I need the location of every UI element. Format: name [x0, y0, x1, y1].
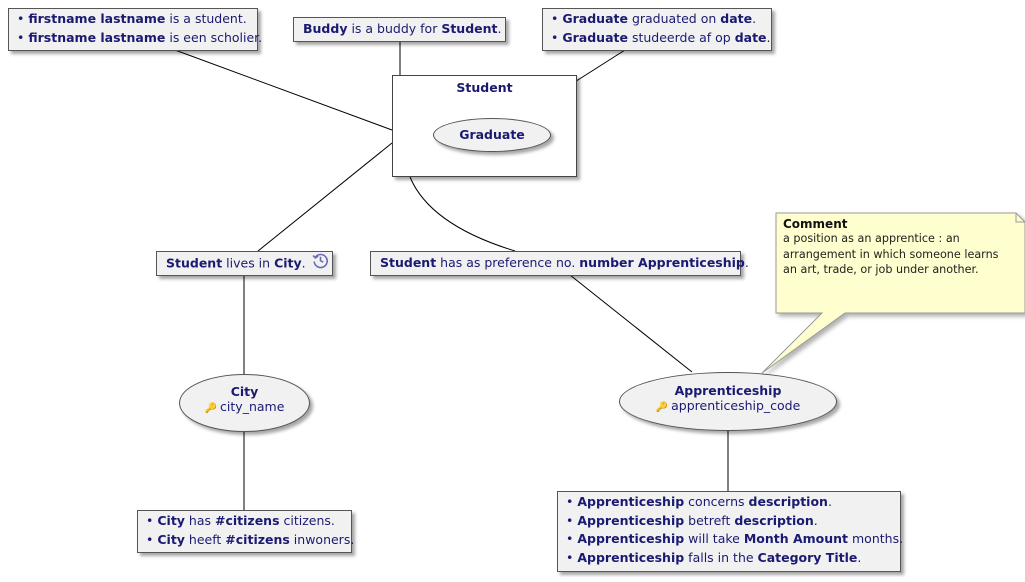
bold-term: Graduate [562, 29, 628, 45]
bold-term: Apprenticeship [577, 549, 685, 565]
bold-term: Student [441, 21, 498, 36]
bold-term: firstname lastname [28, 11, 166, 26]
note-line: • Apprenticeship will take Month Amount … [566, 531, 904, 546]
entity-student-title: Student [456, 80, 513, 95]
note-student-name: • firstname lastname is a student. • fir… [8, 8, 263, 51]
entity-apprenticeship-attr: 🔑apprenticeship_code [620, 398, 836, 413]
note-text: has [184, 513, 215, 528]
note-line: • Apprenticeship concerns description. [566, 494, 832, 509]
subtype-graduate-title: Graduate [459, 127, 525, 142]
note-text: . [813, 512, 818, 528]
fact-text: . [301, 255, 306, 271]
note-text: heeft [184, 531, 226, 547]
attr-name: city_name [220, 399, 285, 414]
connector-student-preference [409, 176, 516, 252]
bold-term: Graduate [562, 11, 628, 26]
note-text: inwoners. [289, 531, 355, 547]
history-icon [312, 252, 329, 276]
note-text: . [827, 494, 832, 509]
comment-fold [1015, 213, 1025, 223]
note-text: is een scholier. [165, 29, 263, 45]
role-player: number Apprenticeship [579, 255, 745, 270]
note-text: graduated on [627, 11, 721, 26]
connector-preference-apprenticeship [569, 274, 693, 373]
role-player: Student [166, 255, 223, 271]
subtype-graduate[interactable]: Graduate [433, 118, 551, 152]
note-line: • City heeft #citizens inwoners. [146, 531, 355, 547]
bold-term: Apprenticeship [577, 512, 685, 528]
note-text: is a student. [165, 11, 247, 26]
bold-term: date [734, 29, 767, 45]
note-text: studeerde af op [627, 29, 735, 45]
role-player: Student [380, 255, 437, 270]
bold-term: #citizens [225, 531, 290, 547]
bold-term: description [734, 512, 814, 528]
bold-term: date [720, 11, 753, 26]
attr-name: apprenticeship_code [671, 398, 801, 413]
bold-term: Buddy [303, 21, 348, 36]
bold-term: Apprenticeship [577, 531, 685, 546]
note-line: • City has #citizens citizens. [146, 513, 335, 528]
note-text: citizens. [279, 513, 335, 528]
fact-lives-in[interactable]: Student lives in City. [156, 251, 333, 276]
note-line: • Apprenticeship betreft description. [566, 512, 818, 528]
note-line: • Graduate graduated on date. [551, 11, 757, 26]
bold-term: Category Title [757, 549, 858, 565]
note-line: • Apprenticeship falls in the Category T… [566, 549, 862, 565]
bold-term: Month Amount [743, 531, 849, 546]
bold-term: description [748, 494, 828, 509]
bold-term: firstname lastname [28, 29, 166, 45]
entity-apprenticeship-title: Apprenticeship [674, 383, 782, 398]
note-text: . [766, 29, 771, 45]
note-text: . [497, 21, 502, 36]
entity-apprenticeship[interactable]: Apprenticeship 🔑apprenticeship_code [619, 372, 837, 431]
key-icon: 🔑 [655, 402, 669, 413]
comment-balloon [761, 212, 1025, 374]
note-text: will take [684, 531, 744, 546]
connector-student-lives [257, 142, 393, 252]
comment-title: Comment [783, 217, 848, 231]
note-text: concerns [684, 494, 749, 509]
entity-city-title: City [230, 384, 259, 399]
bold-term: Apprenticeship [577, 494, 685, 509]
note-text: betreft [684, 512, 735, 528]
note-text: is a buddy for [347, 21, 442, 36]
fact-preference[interactable]: Student has as preference no. number App… [370, 251, 749, 276]
note-apprenticeship: • Apprenticeship concerns description. •… [557, 491, 904, 572]
comment-note: Comment a position as an apprentice : an… [776, 213, 1016, 313]
role-player: City [274, 255, 302, 271]
fact-text: lives in [222, 255, 275, 271]
note-line: • firstname lastname is een scholier. [17, 29, 263, 45]
note-city: • City has #citizens citizens. • City he… [137, 510, 355, 553]
fact-text: has as preference no. [436, 255, 580, 270]
note-line: • firstname lastname is a student. [17, 11, 247, 26]
note-text: months. [848, 531, 904, 546]
key-icon: 🔑 [204, 403, 218, 414]
entity-city-attr: 🔑city_name [180, 399, 309, 414]
note-text: . [752, 11, 757, 26]
note-text: . [857, 549, 862, 565]
note-buddy: Buddy is a buddy for Student. [293, 17, 506, 42]
note-graduate: • Graduate graduated on date. • Graduate… [542, 8, 772, 51]
bold-term: City [157, 513, 185, 528]
bold-term: City [157, 531, 185, 547]
entity-city[interactable]: City 🔑city_name [179, 374, 310, 432]
comment-body: a position as an apprentice : an arrange… [783, 232, 999, 276]
fact-text: . [744, 255, 749, 270]
bold-term: #citizens [215, 513, 280, 528]
note-text: falls in the [684, 549, 758, 565]
note-line: • Graduate studeerde af op date. [551, 29, 771, 45]
connector-note-student [174, 49, 393, 131]
